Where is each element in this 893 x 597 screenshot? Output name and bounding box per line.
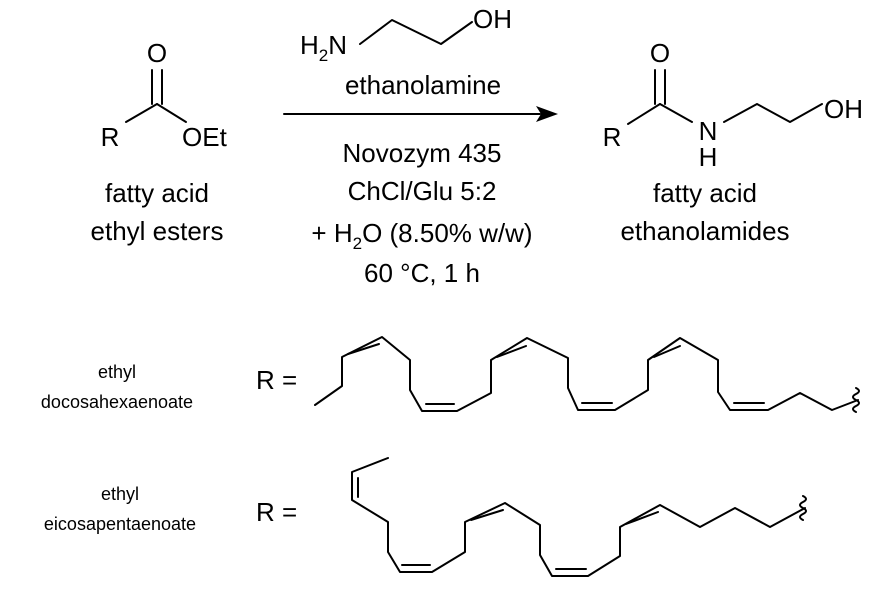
epa-chain-backbone — [351, 457, 806, 577]
ethanolamine-backbone — [359, 19, 473, 45]
starting-material-name-line1: fatty acid — [105, 178, 209, 208]
r1-name-line2: docosahexaenoate — [41, 392, 193, 412]
dha-cis-bond-3 — [496, 345, 527, 358]
ester-o-bond — [156, 103, 187, 123]
ester-r-label: R — [101, 122, 120, 152]
ester-carbonyl-oxygen: O — [147, 38, 167, 68]
amide-oh-label: OH — [824, 94, 863, 124]
condition-temp-time: 60 °C, 1 h — [364, 258, 480, 288]
epa-cis-bond-3 — [470, 509, 504, 521]
r2-name-line1: ethyl — [101, 484, 139, 504]
condition-enzyme: Novozym 435 — [343, 138, 502, 168]
amide-r-bond — [627, 103, 661, 125]
product-name-line2: ethanolamides — [620, 216, 789, 246]
reaction-arrow — [283, 106, 558, 122]
amide-carbonyl-oxygen: O — [650, 38, 670, 68]
ester-r-bond — [125, 103, 158, 123]
dha-cis-bond-5 — [653, 345, 681, 358]
condition-solvent: ChCl/Glu 5:2 — [348, 176, 497, 206]
reaction-arrow-head — [536, 106, 558, 122]
r1-name-line1: ethyl — [98, 362, 136, 382]
epa-chain-structure — [351, 457, 807, 577]
dha-chain-backbone — [314, 336, 859, 412]
ethyl-ester-structure: O R OEt — [101, 38, 228, 152]
ester-oet-label: OEt — [182, 122, 228, 152]
amide-ethyl-chain — [723, 103, 823, 123]
amide-r-label: R — [603, 122, 622, 152]
r2-equals-label: R = — [256, 497, 297, 527]
dha-cis-bond-1 — [347, 343, 380, 355]
amide-n-label: N — [699, 116, 718, 146]
epa-attachment-wavy-bond — [799, 495, 807, 521]
product-name-line1: fatty acid — [653, 178, 757, 208]
reagent-name: ethanolamine — [345, 70, 501, 100]
starting-material-name-line2: ethyl esters — [91, 216, 224, 246]
amide-h-label: H — [699, 142, 718, 172]
dha-attachment-wavy-bond — [852, 387, 860, 413]
ethanolamide-structure: O R N H OH — [603, 38, 863, 172]
ethanolamine-structure: H2N OH — [300, 4, 512, 65]
r2-name-line2: eicosapentaenoate — [44, 514, 196, 534]
ethanolamine-oh-label: OH — [473, 4, 512, 34]
amide-n-bond — [659, 103, 693, 123]
ethanolamine-h2n-label: H2N — [300, 30, 347, 65]
dha-chain-structure — [314, 336, 860, 413]
epa-cis-bond-5 — [625, 511, 659, 525]
r1-equals-label: R = — [256, 365, 297, 395]
condition-water: + H2O (8.50% w/w) — [311, 218, 532, 253]
